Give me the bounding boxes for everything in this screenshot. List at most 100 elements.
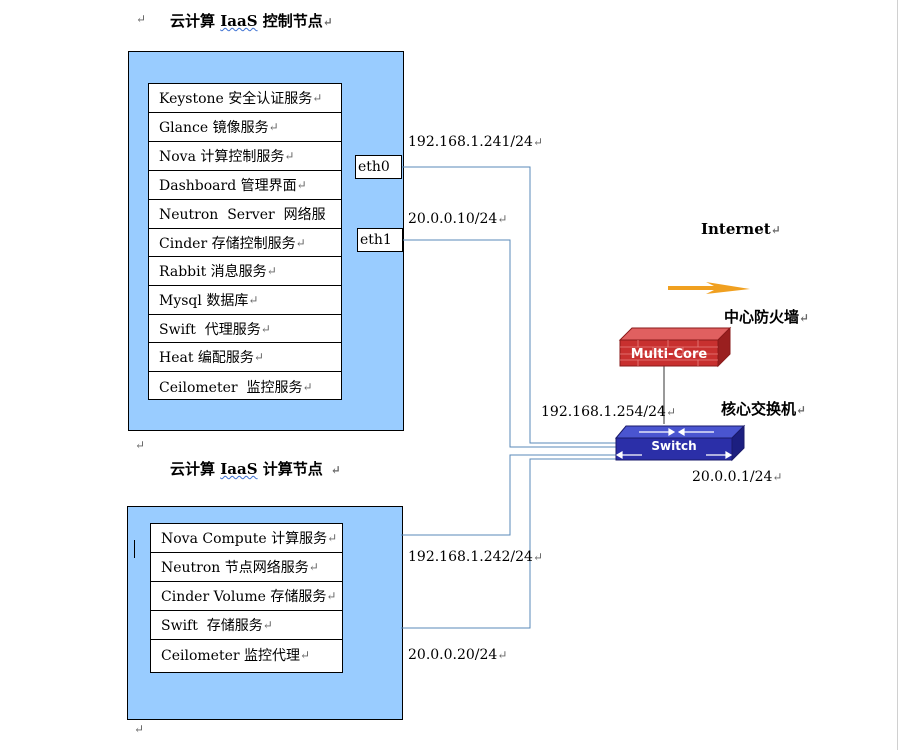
ip-comp-data: 20.0.0.20/24↵	[408, 647, 507, 663]
title-iaas: IaaS	[220, 460, 258, 478]
paragraph-mark: ↵	[284, 149, 295, 163]
paragraph-mark: ↵	[136, 12, 147, 26]
paragraph-mark: ↵	[497, 212, 508, 226]
firewall-device-label: Multi-Core	[630, 347, 708, 362]
service-row: Nova 计算控制服务↵	[149, 142, 341, 171]
paragraph-mark: ↵	[266, 264, 277, 278]
service-label: Cinder 存储控制服务	[159, 235, 296, 252]
port-label: eth1	[360, 232, 392, 248]
internet-label: Internet↵	[701, 220, 781, 238]
paragraph-mark: ↵	[327, 531, 338, 545]
service-row: Cinder Volume 存储服务↵	[151, 582, 342, 611]
paragraph-mark: ↵	[312, 91, 323, 105]
paragraph-mark: ↵	[302, 379, 313, 394]
service-label: Swift 存储服务	[161, 618, 263, 634]
paragraph-mark: ↵	[665, 405, 677, 419]
page-edge	[897, 0, 898, 750]
service-label: Glance 镜像服务	[159, 120, 269, 136]
title-part: 云计算	[170, 460, 221, 478]
paragraph-mark: ↵	[248, 293, 259, 307]
eth0-port: eth0	[355, 155, 402, 179]
service-row: Neutron 节点网络服务↵	[151, 553, 342, 582]
ip-text: 192.168.1.241/24	[408, 134, 533, 150]
service-row: Ceilometer 监控服务↵	[149, 372, 341, 401]
service-row: Glance 镜像服务↵	[149, 113, 341, 142]
link-eth1	[403, 239, 618, 448]
label-text: 中心防火墙	[724, 308, 800, 326]
service-row: Nova Compute 计算服务↵	[151, 524, 342, 553]
paragraph-mark: ↵	[326, 589, 337, 603]
switch-device-label: Switch	[651, 439, 697, 453]
service-row: Mysql 数据库↵	[149, 286, 341, 315]
paragraph-mark: ↵	[268, 120, 279, 134]
service-row: Cinder 存储控制服务↵	[149, 229, 341, 257]
service-label: Cinder Volume 存储服务	[161, 589, 327, 605]
service-label: Rabbit 消息服务	[159, 264, 267, 280]
text-cursor	[134, 540, 135, 558]
ip-switch-data: 20.0.0.1/24↵	[692, 469, 782, 485]
ip-switch-mgmt: 192.168.1.254/24↵	[541, 404, 676, 420]
service-row: Keystone 安全认证服务↵	[149, 84, 341, 113]
control-node-title: 云计算 IaaS 控制节点↵	[170, 10, 333, 31]
ip-text: 20.0.0.20/24	[408, 647, 498, 663]
title-part: 计算节点	[257, 460, 323, 478]
service-label: Swift 代理服务	[159, 321, 261, 338]
paragraph-mark: ↵	[330, 463, 341, 477]
switch-label: 核心交换机↵	[721, 398, 806, 419]
ip-text: 192.168.1.242/24	[408, 549, 533, 565]
service-row: Neutron Server 网络服	[149, 200, 341, 229]
compute-services-table: Nova Compute 计算服务↵ Neutron 节点网络服务↵ Cinde…	[150, 523, 343, 673]
service-row: Swift 存储服务↵	[151, 611, 342, 640]
service-label: Mysql 数据库	[159, 293, 249, 309]
label-text: 核心交换机	[721, 400, 797, 418]
paragraph-mark: ↵	[253, 350, 264, 364]
paragraph-mark: ↵	[770, 223, 781, 237]
paragraph-mark: ↵	[497, 648, 508, 662]
paragraph-mark: ↵	[295, 235, 306, 250]
service-row: Ceilometer 监控代理↵	[151, 640, 342, 670]
service-label: Ceilometer 监控服务	[159, 379, 303, 396]
service-label: Heat 编配服务	[159, 350, 254, 366]
ip-comp-mgmt: 192.168.1.242/24↵	[408, 549, 543, 565]
service-row: Dashboard 管理界面↵	[149, 171, 341, 200]
label-text: Internet	[701, 220, 771, 238]
firewall-label: 中心防火墙↵	[724, 306, 809, 327]
paragraph-mark: ↵	[532, 135, 544, 149]
ip-ctrl-eth1: 20.0.0.10/24↵	[408, 211, 507, 227]
link-comp-mgmt	[401, 454, 618, 536]
paragraph-mark: ↵	[308, 560, 319, 574]
paragraph-mark: ↵	[134, 722, 145, 736]
paragraph-mark: ↵	[532, 550, 544, 564]
link-eth0	[402, 166, 618, 444]
service-label: Neutron 节点网络服务	[161, 560, 309, 576]
paragraph-mark: ↵	[772, 470, 783, 484]
ip-ctrl-eth0: 192.168.1.241/24↵	[408, 134, 543, 150]
paragraph-mark: ↵	[322, 15, 333, 29]
paragraph-mark: ↵	[135, 438, 146, 452]
paragraph-mark: ↵	[796, 403, 807, 417]
service-row: Rabbit 消息服务↵	[149, 257, 341, 286]
eth1-port: eth1	[357, 228, 403, 252]
service-label: Keystone 安全认证服务	[159, 91, 313, 107]
service-label: Neutron Server 网络服	[159, 207, 326, 223]
paragraph-mark: ↵	[300, 648, 311, 662]
port-label: eth0	[358, 159, 390, 175]
service-label: Nova Compute 计算服务	[161, 531, 328, 547]
paragraph-mark: ↵	[262, 618, 273, 632]
paragraph-mark: ↵	[799, 311, 810, 325]
paragraph-mark: ↵	[296, 178, 307, 192]
title-part: 云计算	[170, 12, 221, 30]
firewall-icon	[618, 326, 732, 368]
service-label: Dashboard 管理界面	[159, 178, 297, 194]
service-label: Ceilometer 监控代理	[161, 648, 300, 664]
control-services-table: Keystone 安全认证服务↵ Glance 镜像服务↵ Nova 计算控制服…	[148, 83, 342, 400]
service-label: Nova 计算控制服务	[159, 149, 285, 165]
paragraph-mark: ↵	[260, 321, 271, 336]
link-comp-data	[401, 458, 618, 629]
ip-text: 192.168.1.254/24	[541, 404, 666, 420]
title-part: 控制节点	[257, 12, 323, 30]
ip-text: 20.0.0.10/24	[408, 211, 498, 227]
switch-icon	[614, 424, 746, 462]
title-iaas: IaaS	[220, 12, 258, 30]
